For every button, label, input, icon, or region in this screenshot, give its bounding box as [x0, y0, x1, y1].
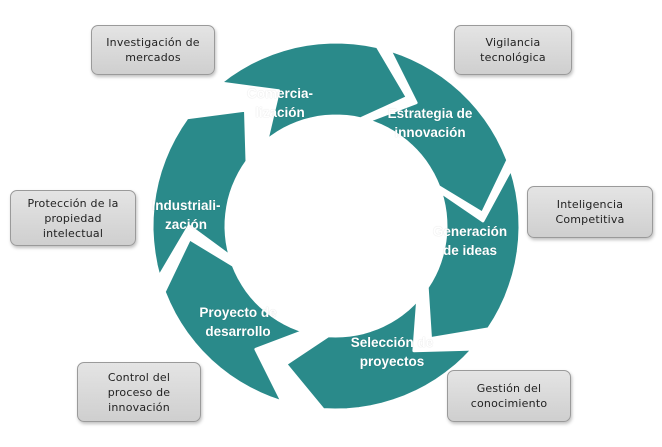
arrow-estrategia: [366, 48, 510, 215]
box-proteccion-propiedad: Protección de la propiedad intelectual: [10, 190, 136, 246]
arrow-proyecto: [162, 237, 306, 404]
arrow-seleccion: [284, 298, 475, 412]
arrow-label-generacion: Generación de ideas: [432, 224, 508, 258]
arrow-generacion: [425, 167, 522, 341]
arrow-comercializacion: [218, 40, 409, 142]
cycle-arrows: [150, 40, 522, 412]
arrow-label-estrategia: Estrategia de innovación: [387, 106, 473, 140]
arrow-label-proyecto: Proyecto de desarrollo: [199, 305, 277, 339]
box-vigilancia-tecnologica: Vigilancia tecnológica: [454, 25, 572, 75]
box-investigacion-mercados: Investigación de mercados: [91, 25, 215, 75]
arrow-label-comercializacion: Comercia- lización: [246, 86, 314, 120]
arrow-industrializacion: [150, 108, 249, 279]
box-inteligencia-competitiva: Inteligencia Competitiva: [527, 186, 653, 238]
arrow-label-seleccion: Selección de proyectos: [350, 335, 434, 369]
box-gestion-conocimiento: Gestión del conocimiento: [447, 370, 571, 422]
arrow-label-industrializacion: Industriali- zación: [151, 198, 221, 232]
box-control-proceso: Control del proceso de innovación: [77, 362, 201, 422]
